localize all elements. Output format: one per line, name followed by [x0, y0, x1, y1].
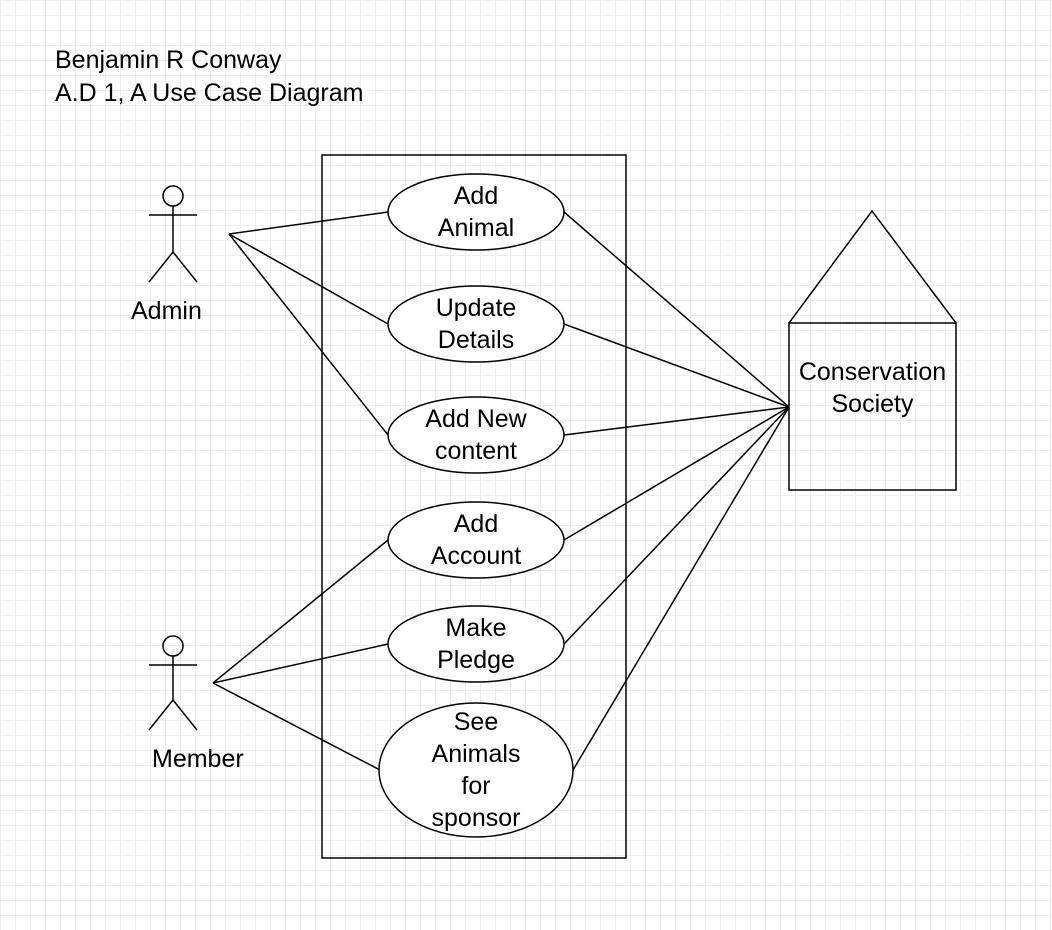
association-lines: [212, 211, 790, 771]
association-add-account-to-external: [563, 406, 790, 541]
association-add-new-content-to-external: [563, 406, 790, 436]
association-member-to-add-account: [212, 539, 389, 684]
association-see-animals-for-sponsor-to-external: [572, 406, 790, 771]
association-add-animal-to-external: [563, 211, 790, 408]
association-member-to-make-pledge: [212, 643, 389, 684]
diagram-author: Benjamin R Conway: [55, 46, 282, 74]
use-case-add-animal: [387, 173, 565, 251]
use-case-make-pledge: [387, 605, 565, 683]
use-case-add-new-content: [387, 396, 565, 474]
association-update-details-to-external: [563, 323, 790, 408]
diagram-subtitle: A.D 1, A Use Case Diagram: [55, 79, 364, 107]
admin-actor-label: Admin: [131, 297, 202, 325]
association-admin-to-add-new-content: [228, 233, 389, 436]
use-case-add-account: [387, 501, 565, 579]
member-actor-label: Member: [152, 745, 244, 773]
system-boundary: [321, 154, 627, 859]
external-system-label: Conservation Society: [798, 358, 947, 418]
external-system-shape: [788, 209, 957, 491]
use-case-update-details: [387, 285, 565, 363]
association-member-to-see-animals-for-sponsor: [212, 682, 381, 771]
member-actor-figure: [148, 635, 198, 731]
use-case-see-animals-for-sponsor: [378, 702, 574, 838]
admin-actor-figure: [148, 185, 198, 283]
association-admin-to-add-animal: [228, 211, 389, 235]
association-make-pledge-to-external: [563, 406, 790, 645]
association-admin-to-update-details: [228, 233, 389, 325]
